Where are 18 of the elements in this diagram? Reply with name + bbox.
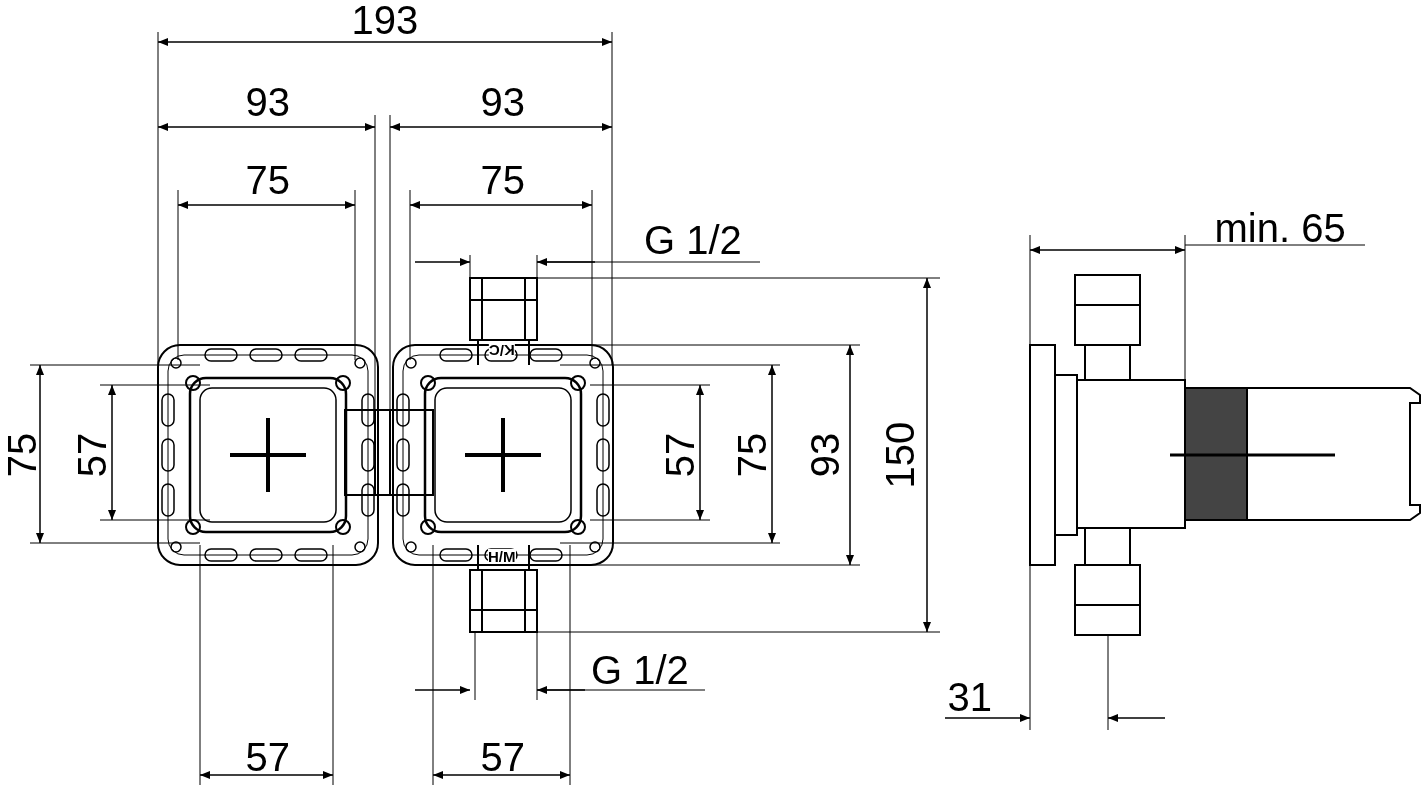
dimension-value: 31 bbox=[947, 677, 992, 717]
dimension-value: 75 bbox=[1, 432, 42, 478]
dimension-value: 75 bbox=[480, 160, 525, 200]
dimension-value: 57 bbox=[71, 432, 112, 478]
dimension-value: 93 bbox=[804, 432, 845, 478]
dimension-value: 93 bbox=[245, 82, 290, 122]
dimension-value: 57 bbox=[480, 737, 525, 777]
dimension-value: 93 bbox=[480, 82, 525, 122]
dimension-value: G 1/2 bbox=[644, 220, 742, 260]
dimension-value: 193 bbox=[351, 0, 419, 40]
dimension-value: 57 bbox=[659, 432, 700, 478]
dimension-value: 150 bbox=[879, 421, 920, 489]
dimension-value: 57 bbox=[245, 737, 290, 777]
dimension-value: 75 bbox=[731, 432, 772, 478]
dimension-value: min. 65 bbox=[1214, 208, 1346, 248]
dimension-value: 75 bbox=[245, 160, 290, 200]
dimension-value: G 1/2 bbox=[591, 650, 689, 690]
fitting-marking: K/C bbox=[489, 342, 515, 358]
